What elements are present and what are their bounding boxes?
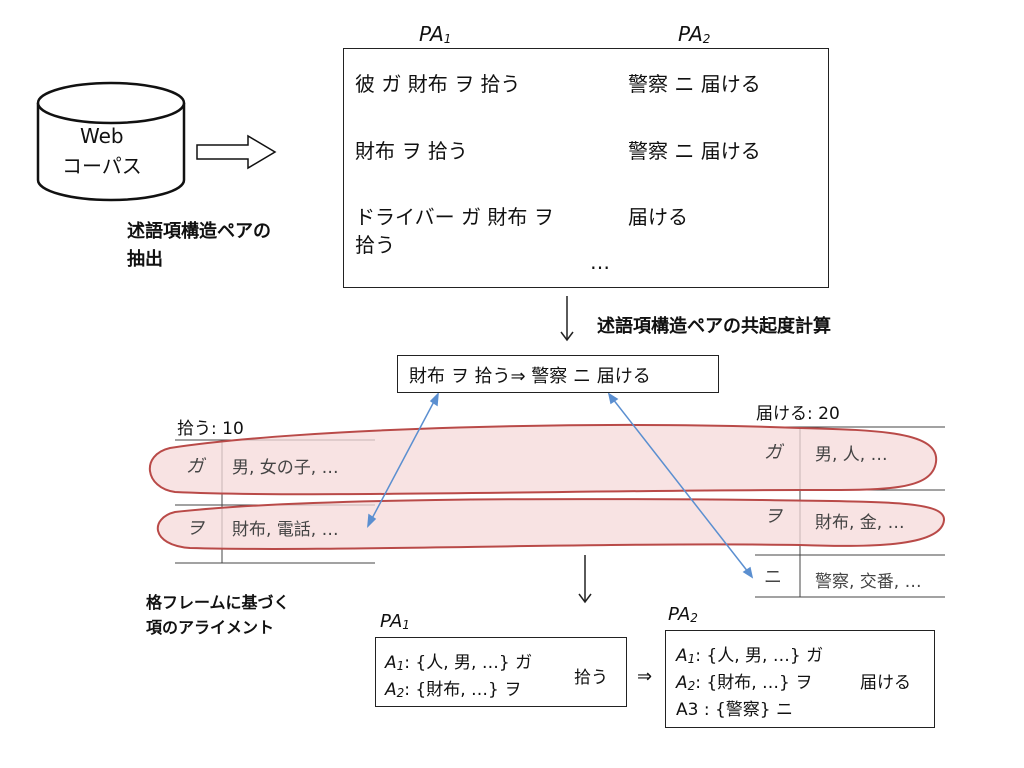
pa-row-1-left: 彼 ガ 財布 ヲ 拾う	[355, 72, 521, 96]
alignment-blob-ga	[149, 423, 938, 496]
result-pa2-verb: 届ける	[860, 673, 911, 693]
result-pa1-a2: A2: {財布, …} ヲ	[385, 680, 522, 700]
alignment-label-line1: 格フレームに基づく	[146, 593, 290, 612]
pa2-header: PA2	[678, 22, 711, 46]
result-pa1-a1: A1: {人, 男, …} ガ	[385, 653, 533, 673]
right-frame-case-ga: ガ	[764, 442, 782, 463]
database-cylinder-icon	[36, 81, 186, 202]
corpus-label-web: Web	[80, 124, 124, 148]
extract-label-line2: 抽出	[127, 249, 163, 270]
alignment-label-line2: 項のアライメント	[146, 618, 275, 637]
pa-table-ellipsis: …	[590, 250, 610, 274]
pa-row-2-left: 財布 ヲ 拾う	[355, 139, 468, 163]
result-pa1-header: PA1	[380, 611, 410, 632]
result-pa1-box	[375, 637, 627, 707]
left-frame-title: 拾う: 10	[177, 419, 244, 439]
alignment-blob-wo	[156, 498, 946, 550]
pa-pair-table	[343, 48, 829, 288]
alignment-link-ni	[607, 392, 754, 579]
result-pa2-box	[665, 630, 935, 728]
pair-box-text: 財布 ヲ 拾う⇒ 警察 ニ 届ける	[409, 366, 651, 387]
pa-row-2-right: 警察 ニ 届ける	[628, 139, 761, 163]
result-implication-arrow: ⇒	[637, 666, 653, 687]
corpus-label-name: コーパス	[62, 154, 142, 178]
right-frame-fillers-ga: 男, 人, …	[815, 445, 888, 465]
pa-row-3-left: ドライバー ガ 財布 ヲ	[355, 205, 554, 229]
pair-box	[397, 355, 719, 393]
extract-label-line1: 述語項構造ペアの	[127, 221, 271, 242]
result-pa2-a2: A2: {財布, …} ヲ	[676, 673, 813, 693]
right-frame-fillers-wo: 財布, 金, …	[815, 513, 905, 533]
pa-row-1-right: 警察 ニ 届ける	[628, 72, 761, 96]
pa-row-3-right: 届ける	[628, 205, 688, 229]
cooccurrence-label: 述語項構造ペアの共起度計算	[597, 316, 831, 337]
right-frame-case-ni: ニ	[764, 567, 782, 588]
alignment-link-wo	[367, 392, 439, 528]
down-arrow-icon-1	[560, 296, 574, 342]
result-pa2-a3: A3 : {警察} ニ	[676, 700, 794, 720]
left-frame-case-wo: ヲ	[186, 518, 204, 539]
right-frame-case-wo: ヲ	[764, 506, 782, 527]
down-arrow-icon-2	[578, 555, 592, 604]
pa-row-3-left-cont: 拾う	[355, 233, 395, 257]
right-frame-fillers-ni: 警察, 交番, …	[815, 572, 922, 592]
hollow-right-arrow-icon	[196, 134, 277, 170]
result-pa2-header: PA2	[668, 604, 698, 625]
left-frame-case-ga: ガ	[186, 456, 204, 477]
result-pa1-verb: 拾う	[574, 668, 608, 688]
pa1-header: PA1	[419, 22, 452, 46]
right-frame-title: 届ける: 20	[756, 404, 840, 424]
left-frame-fillers-ga: 男, 女の子, …	[232, 458, 339, 478]
left-frame-fillers-wo: 財布, 電話, …	[232, 520, 339, 540]
result-pa2-a1: A1: {人, 男, …} ガ	[676, 646, 824, 666]
